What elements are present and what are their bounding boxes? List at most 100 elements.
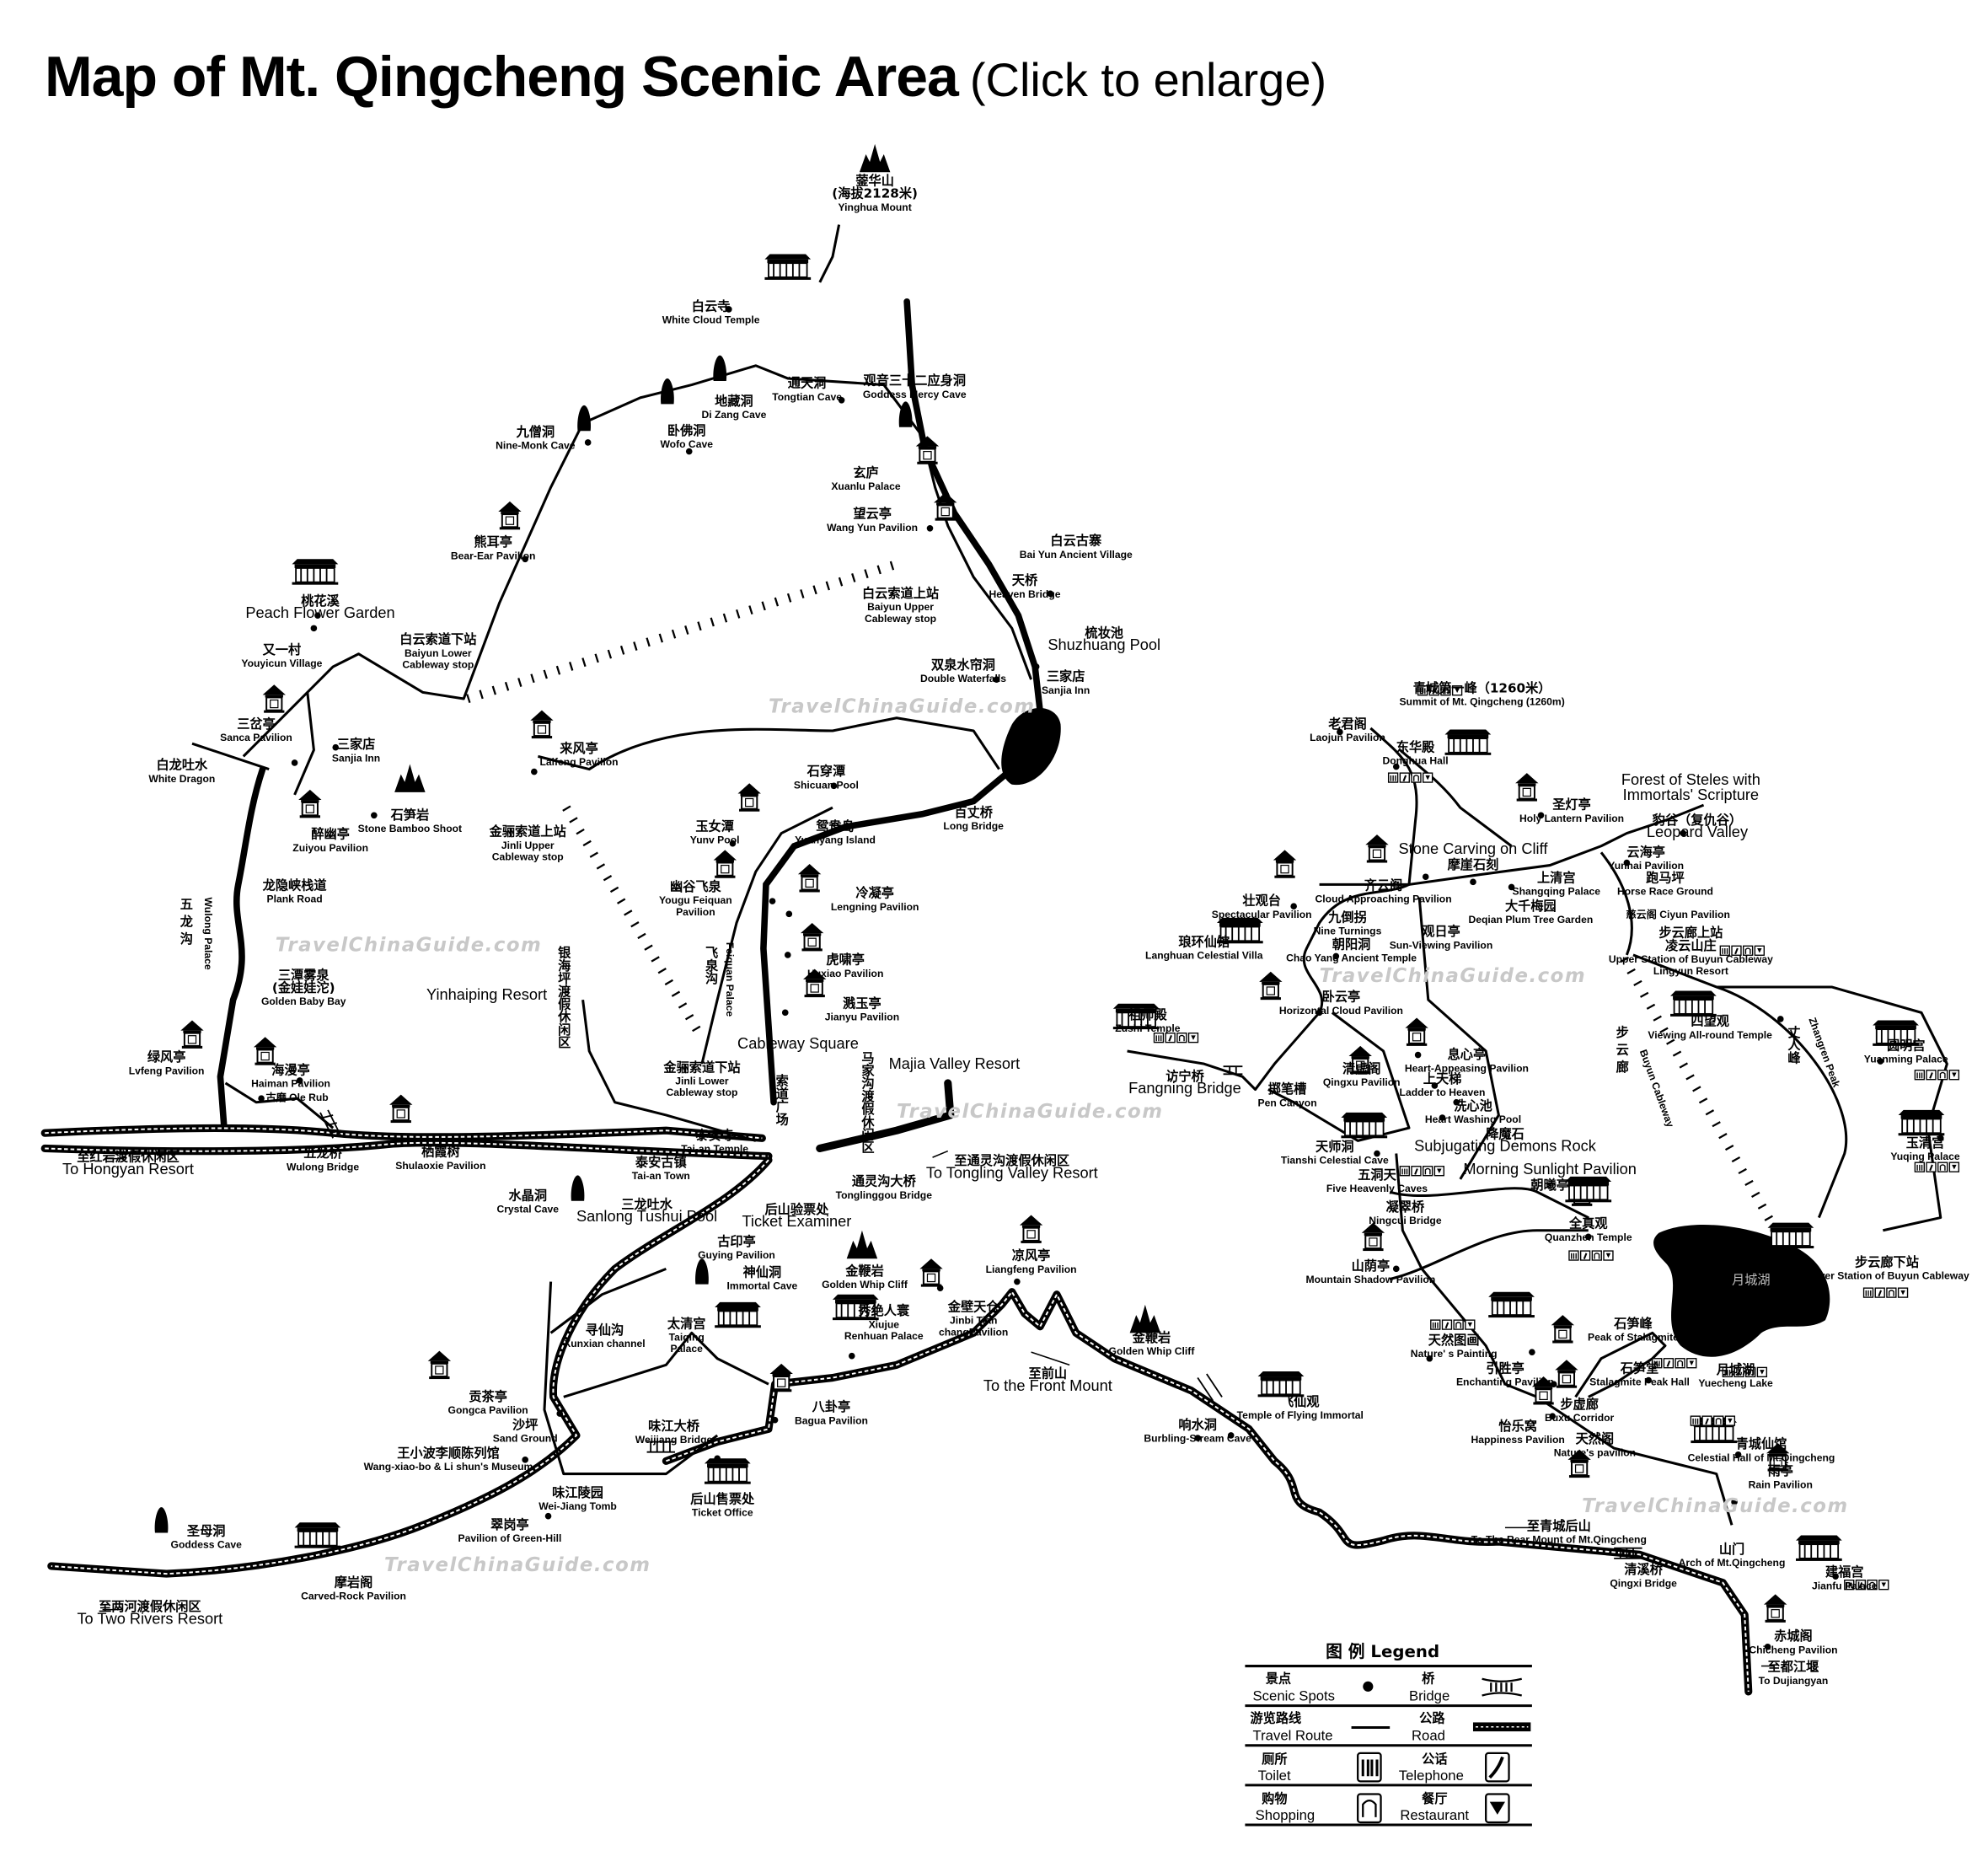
scenic-spot-dot[interactable] [1047,590,1054,598]
place-label[interactable]: Cableway Square [737,1034,859,1052]
scenic-spot-dot[interactable] [1332,952,1340,960]
scenic-spot-dot[interactable] [296,1077,303,1084]
scenic-spot-dot[interactable] [685,448,693,455]
scenic-spot-dot[interactable] [1227,1432,1235,1439]
scenic-spot-dot[interactable] [1337,728,1343,736]
scenic-spot-dot[interactable] [1764,1643,1771,1650]
scenic-spot-dot[interactable] [1877,1058,1884,1065]
scenic-spot-dot[interactable] [1734,1451,1742,1458]
scenic-spot-dot[interactable] [838,397,845,404]
scenic-spot-dot[interactable] [371,812,378,819]
place-label[interactable]: 古磨 Ole Rub [266,1091,329,1103]
scenic-spot-dot[interactable] [769,898,776,904]
scenic-spot-dot[interactable] [830,782,838,790]
scenic-spot-dot[interactable] [522,1457,528,1463]
scenic-spot-dot[interactable] [556,1410,564,1417]
click-to-enlarge-link[interactable]: (Click to enlarge) [969,53,1327,106]
scenic-spot-dot[interactable] [1680,829,1687,837]
scenic-spot-dot[interactable] [1422,873,1429,881]
scenic-spot-dot[interactable] [1832,1573,1839,1580]
scenic-spot-dot[interactable] [729,840,737,847]
scenic-spot-dot[interactable] [1290,903,1297,910]
scenic-spot-dot[interactable] [1549,1413,1557,1419]
scenic-spot-dot[interactable] [1194,1435,1201,1441]
scenic-spot-dot[interactable] [926,525,934,532]
scenic-spot-dot[interactable] [1374,1150,1380,1157]
scenic-spot-dot[interactable] [1014,1278,1021,1285]
scenic-spot-dot[interactable] [726,306,732,313]
scenic-spot-dot[interactable] [1731,1499,1738,1505]
place-label[interactable]: Yinhaiping Resort [426,985,547,1003]
